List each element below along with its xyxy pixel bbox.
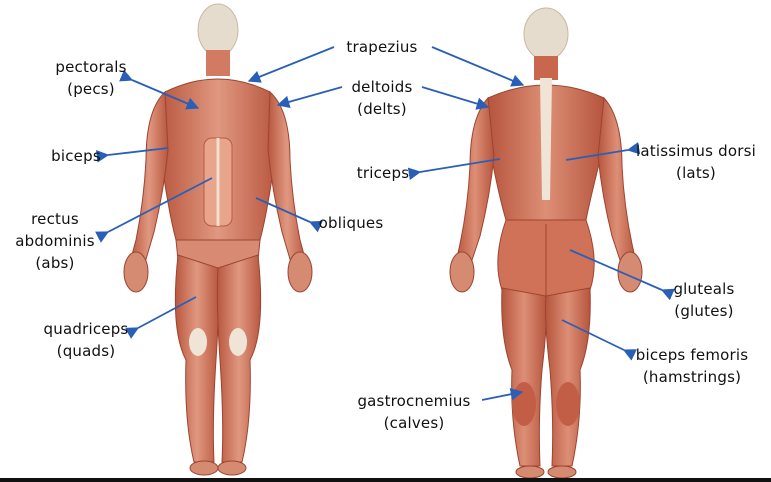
label-deltoids: deltoids(delts) [342,76,422,120]
arrow-deltoids-back [422,87,488,107]
label-triceps: triceps [346,162,420,184]
arrow-biceps-femoris [562,320,624,350]
arrow-biceps [108,148,168,155]
label-gastrocnemius: gastrocnemius(calves) [344,390,484,434]
label-obliques: obliques [310,212,392,234]
label-biceps: biceps [44,145,108,167]
label-pectorals: pectorals(pecs) [50,56,132,100]
arrow-trapezius-front [249,47,334,81]
arrow-obliques [256,198,310,222]
label-quadriceps: quadriceps(quads) [34,318,138,362]
arrow-trapezius-back [432,47,523,85]
arrow-gastrocnemius [482,392,522,400]
label-latissimus-dorsi: latissimus dorsi(lats) [626,140,766,184]
arrow-deltoids-front [278,87,342,105]
bottom-border [0,478,771,482]
label-trapezius: trapezius [334,36,430,58]
arrow-quadriceps [138,297,196,328]
label-rectus-abdominis: rectusabdominis(abs) [10,208,100,274]
arrow-rectus [108,178,212,232]
arrow-triceps [420,159,500,172]
arrow-pectorals [132,80,198,108]
arrow-latissimus [566,150,628,160]
arrow-gluteals [570,250,662,290]
label-gluteals: gluteals(glutes) [662,278,746,322]
label-biceps-femoris: biceps femoris(hamstrings) [622,344,762,388]
